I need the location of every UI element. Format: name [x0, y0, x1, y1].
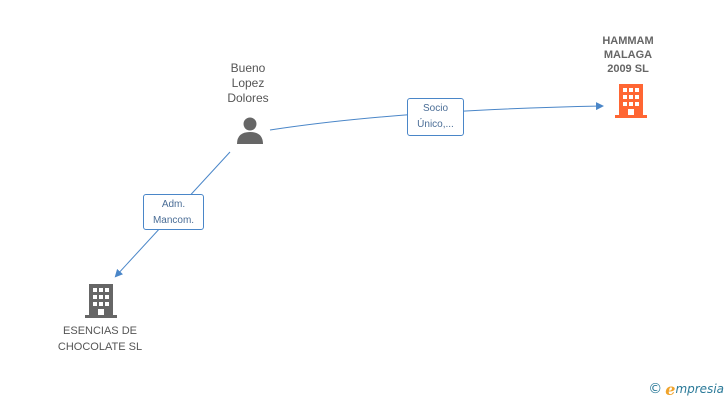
- edge-label-socio[interactable]: Socio Único,...: [407, 98, 464, 136]
- brand-logo-initial: e: [665, 379, 676, 399]
- edge-label-adm-line2: Mancom.: [152, 215, 195, 226]
- company-main-name[interactable]: HAMMAM MALAGA 2009 SL: [602, 35, 654, 75]
- edge-label-socio-line2: Único,...: [417, 119, 454, 130]
- copyright-icon: ©: [648, 381, 663, 397]
- building-icon[interactable]: [615, 84, 647, 118]
- edge-label-adm-line1: Adm.: [161, 199, 186, 210]
- person-icon[interactable]: [235, 115, 265, 145]
- person-name[interactable]: Bueno Lopez Dolores: [227, 61, 269, 105]
- edge-label-socio-line1: Socio: [422, 103, 448, 114]
- edge-label-adm[interactable]: Adm. Mancom.: [143, 194, 204, 230]
- footer-brand[interactable]: © e mpresia: [648, 379, 724, 399]
- company-secondary-name[interactable]: ESENCIAS DE CHOCOLATE SL: [57, 325, 143, 353]
- building-icon[interactable]: [85, 284, 117, 318]
- brand-logo-text: mpresia: [675, 382, 724, 396]
